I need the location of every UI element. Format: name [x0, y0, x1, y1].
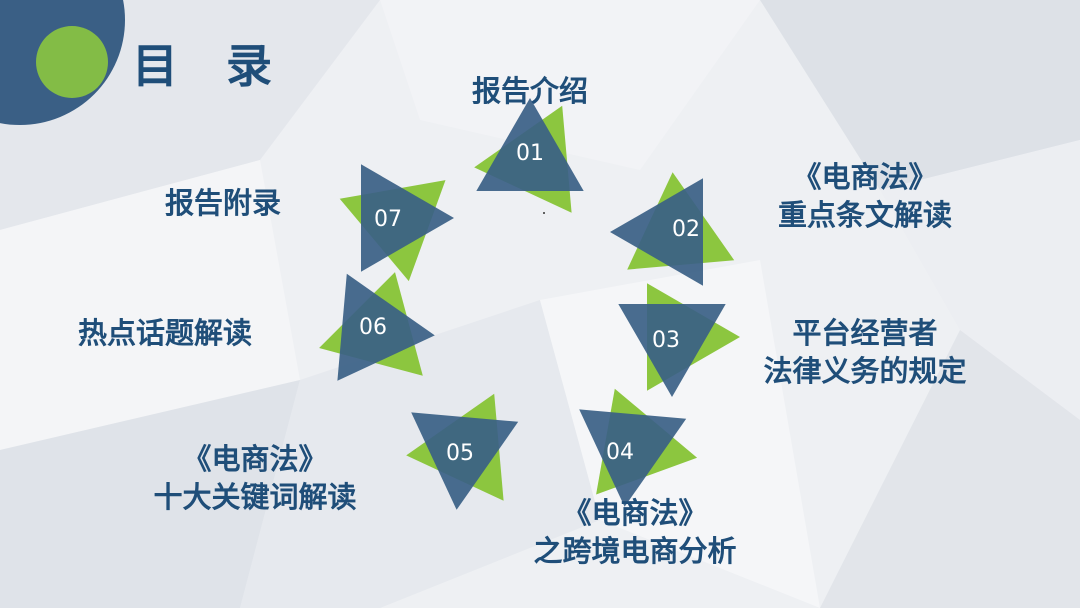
item-number-5: 05 [446, 441, 474, 466]
corner-decoration [0, 0, 125, 125]
navy-triangle-4 [579, 409, 687, 507]
item-marker-5: 05 [406, 393, 519, 510]
item-label-1: 报告介绍 [440, 72, 620, 110]
navy-triangle-2 [610, 178, 703, 286]
item-2-line-1: 《电商法》 [792, 160, 938, 194]
page-title: 目 录 [132, 39, 289, 93]
item-marker-6: 06 [319, 272, 435, 381]
item-1-line-1: 报告介绍 [471, 74, 588, 108]
navy-triangle-5 [411, 412, 519, 510]
center-dot [543, 212, 545, 214]
item-marker-4: 04 [579, 388, 698, 507]
item-6-line-1: 热点话题解读 [78, 316, 253, 350]
navy-triangle-3 [618, 304, 726, 397]
item-3-line-1: 平台经营者 [792, 316, 938, 350]
item-marker-7: 07 [339, 164, 454, 282]
item-number-6: 06 [359, 315, 387, 340]
item-label-3: 平台经营者 法律义务的规定 [735, 314, 995, 390]
item-label-6: 热点话题解读 [78, 314, 318, 352]
item-label-7: 报告附录 [165, 184, 345, 222]
item-number-2: 02 [672, 217, 700, 242]
item-marker-1: 01 [474, 98, 584, 213]
item-5-line-2: 十大关键词解读 [153, 480, 357, 514]
item-4-line-1: 《电商法》 [562, 496, 708, 530]
item-number-1: 01 [516, 141, 544, 166]
navy-triangle-7 [361, 164, 454, 272]
navy-triangle-1 [476, 98, 584, 191]
item-3-line-2: 法律义务的规定 [763, 354, 967, 388]
navy-triangle-6 [337, 273, 435, 381]
item-5-line-1: 《电商法》 [182, 442, 328, 476]
item-marker-3: 03 [618, 283, 740, 397]
item-4-line-2: 之跨境电商分析 [533, 534, 737, 568]
item-marker-2: 02 [610, 172, 735, 286]
item-2-line-2: 重点条文解读 [777, 198, 952, 232]
item-label-5: 《电商法》 十大关键词解读 [120, 440, 390, 516]
item-number-3: 03 [652, 328, 680, 353]
item-7-line-1: 报告附录 [165, 186, 282, 220]
item-number-4: 04 [606, 440, 634, 465]
item-label-2: 《电商法》 重点条文解读 [745, 158, 985, 234]
item-label-4: 《电商法》 之跨境电商分析 [500, 494, 770, 570]
item-number-7: 07 [374, 207, 402, 232]
